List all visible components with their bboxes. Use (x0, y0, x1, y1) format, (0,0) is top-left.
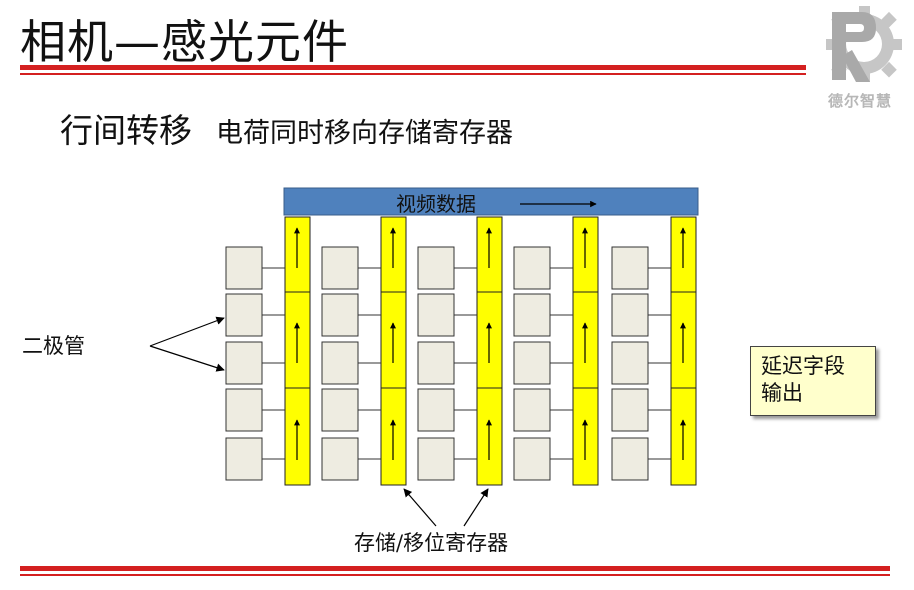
photodiode (611, 293, 649, 337)
bottom-rule-thick (20, 566, 890, 571)
diode-pointer-arrow-lower (149, 345, 225, 372)
photodiode (513, 246, 551, 290)
register-pointer-arrow-right (463, 488, 489, 527)
video-data-bus (283, 187, 699, 216)
bottom-rule-thin (20, 574, 890, 576)
photodiode (611, 246, 649, 290)
photodiode (321, 293, 359, 337)
photodiode (321, 388, 359, 432)
photodiode (225, 341, 263, 385)
photodiode (513, 341, 551, 385)
top-rule-thin (20, 73, 806, 75)
pixel-column-5 (611, 216, 697, 486)
pixel-column-4 (513, 216, 599, 486)
logo-text: 德尔智慧 (827, 92, 892, 110)
subtitle-description: 电荷同时移向存储寄存器 (216, 118, 513, 149)
photodiode (611, 437, 649, 481)
output-box-line-2: 输出 (761, 381, 803, 405)
photodiode (225, 246, 263, 290)
photodiode (321, 437, 359, 481)
photodiode (513, 388, 551, 432)
photodiode (611, 388, 649, 432)
gear-logo-icon (826, 6, 902, 82)
storage-register-label: 存储/移位寄存器 (354, 531, 509, 555)
company-logo: 德尔智慧 (812, 4, 908, 110)
photodiode (225, 437, 263, 481)
photodiode (321, 341, 359, 385)
photodiode (417, 246, 455, 290)
photodiode (417, 437, 455, 481)
output-box-line-1: 延迟字段 (761, 354, 845, 378)
slide-title: 相机—感光元件 (20, 15, 349, 69)
photodiode (321, 246, 359, 290)
delayed-field-output-box: 延迟字段 输出 (750, 346, 876, 416)
photodiode (225, 388, 263, 432)
photodiode-label: 二极管 (22, 334, 85, 358)
subtitle-line: 行间转移电荷同时移向存储寄存器 (60, 104, 513, 152)
photodiode (417, 388, 455, 432)
photodiode (225, 293, 263, 337)
pixel-column-1 (225, 216, 311, 486)
top-rule-thick (20, 65, 806, 70)
photodiode (611, 341, 649, 385)
register-pointer-arrow-left (403, 488, 437, 527)
video-data-label: 视频数据 (396, 192, 476, 216)
photodiode (513, 437, 551, 481)
photodiode (417, 341, 455, 385)
pixel-column-3 (417, 216, 503, 486)
photodiode (513, 293, 551, 337)
photodiode (417, 293, 455, 337)
pixel-column-2 (321, 216, 407, 486)
diode-pointer-arrow-upper (149, 316, 225, 347)
subtitle-main: 行间转移 (60, 111, 192, 150)
